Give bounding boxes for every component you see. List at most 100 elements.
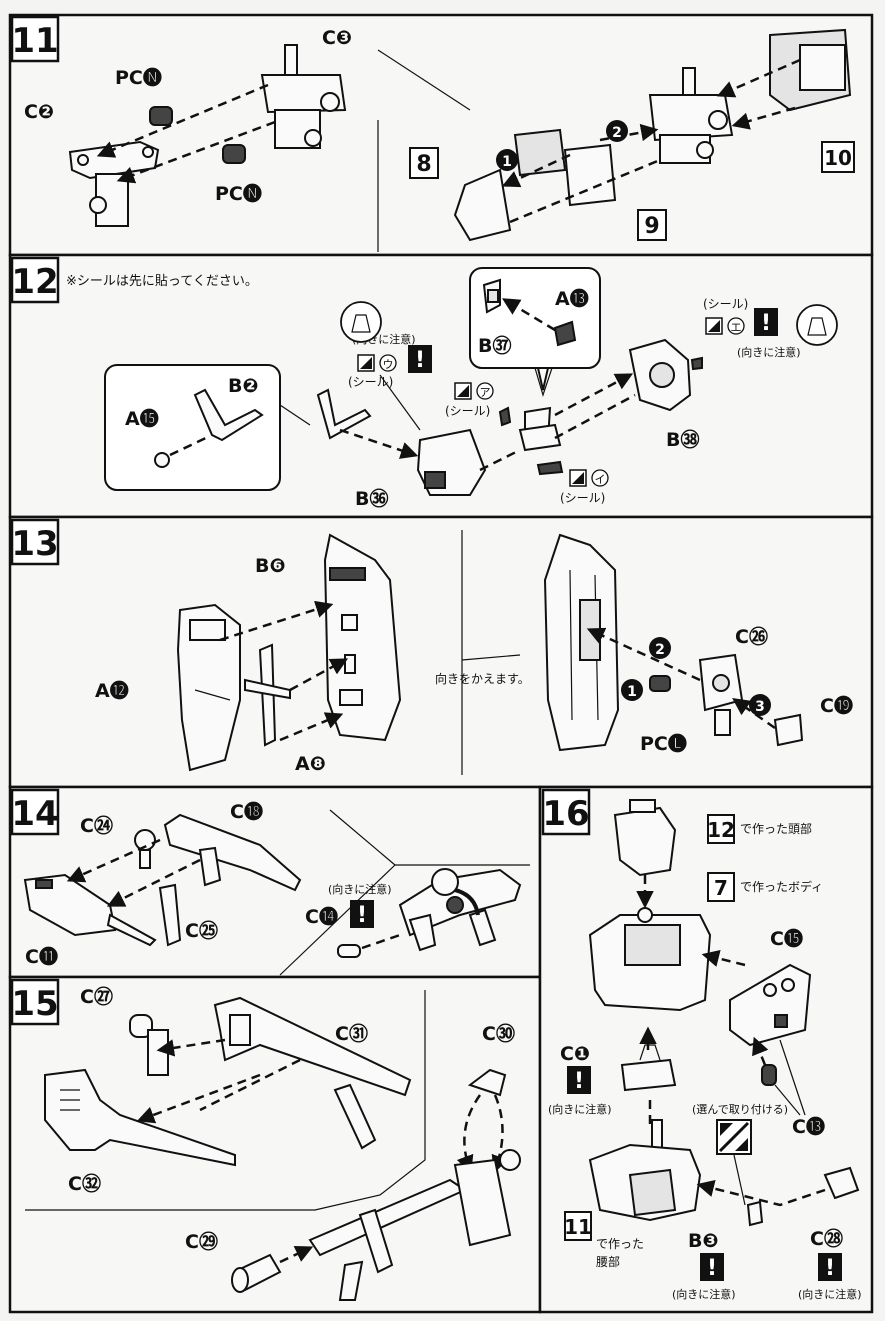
- part-b2-assembled: [316, 388, 372, 440]
- waist-ref-text: で作った: [596, 1237, 644, 1251]
- svg-text:ウ: ウ: [383, 358, 394, 371]
- part-label-pcn-bottom: PC🅝: [215, 182, 262, 205]
- sticker-label-e: (シール): [703, 297, 748, 311]
- orientation-icon: [796, 304, 838, 346]
- order-1: 1: [502, 154, 512, 170]
- assembly-arrow: [456, 1094, 482, 1174]
- part-c26: [698, 653, 744, 736]
- order-2: 2: [612, 125, 622, 141]
- assembly-arrow: [491, 1094, 509, 1174]
- assembly-arrow: [96, 83, 269, 158]
- assembly-arrow: [289, 658, 349, 692]
- order-2: 2: [655, 642, 665, 658]
- sticker-e-piece: [690, 356, 703, 371]
- part-waist: [588, 1119, 702, 1222]
- part-b36: [416, 428, 487, 496]
- part-bazooka-assembled: [308, 1149, 521, 1301]
- head-ref-num: 12: [707, 818, 735, 842]
- caution-icon: [408, 345, 432, 373]
- part-c15: [729, 963, 812, 1047]
- assembly-arrow: [696, 1179, 826, 1207]
- rotate-arrow: [454, 888, 480, 916]
- body-ref-text: で作ったボディ: [740, 879, 823, 894]
- callout-9: 9: [644, 214, 659, 239]
- part-c3: [260, 44, 347, 149]
- assembly-arrow: [731, 106, 796, 130]
- step-14: 14 C⓫ C㉔ C⓲ C㉕: [10, 788, 530, 976]
- inset-box: [104, 364, 281, 491]
- head-ref-text: で作った頭部: [740, 821, 812, 836]
- part-label-c1: C❶: [560, 1043, 590, 1065]
- assembly-arrow: [116, 120, 276, 184]
- part-mid-assembly: [518, 406, 562, 452]
- caution-text: (向きに注意): [328, 882, 392, 896]
- sticker-label-u: (シール): [348, 375, 393, 389]
- caution-icon: [350, 900, 374, 928]
- choose-text: (選んで取り付ける): [692, 1103, 788, 1116]
- part-label-c13: C⓭: [792, 1116, 825, 1138]
- assembly-arrow: [66, 838, 161, 883]
- part-head: [613, 799, 677, 877]
- caution-text: (向きに注意): [737, 345, 801, 359]
- part-c25: [158, 883, 182, 947]
- part-label-b38: B㊳: [666, 428, 699, 451]
- assembly-arrow: [599, 123, 659, 142]
- sticker-label-a: (シール): [445, 404, 490, 418]
- part-label-c32: C㉜: [68, 1172, 101, 1195]
- part-body: [588, 907, 712, 1012]
- sticker-i: イ: [569, 469, 609, 487]
- sticker-e: エ: [705, 317, 745, 335]
- sticker-a: ア: [454, 382, 494, 400]
- caution-icon-glyph: !: [761, 311, 771, 336]
- part-pcn-top: [149, 106, 173, 126]
- part-c18: [163, 813, 302, 892]
- part-c31: [213, 996, 412, 1150]
- waist-ref-num: 11: [564, 1215, 592, 1239]
- step-12: 12 ※シールは先に貼ってください。 B❷ A⓯ B㊱ ウ (シール) (向きに…: [10, 256, 838, 510]
- caution-icon-glyph: !: [574, 1069, 584, 1094]
- part-label-c29: C㉙: [185, 1230, 218, 1253]
- part-label-c24: C㉔: [80, 814, 113, 837]
- step-number: 15: [11, 984, 58, 1024]
- part-label-c31: C㉛: [335, 1022, 368, 1045]
- assembly-arrow: [501, 153, 571, 188]
- caution-icon: [818, 1253, 842, 1281]
- part-rifle-assembled: [398, 868, 522, 952]
- svg-text:イ: イ: [595, 473, 606, 486]
- part-label-c27: C㉗: [80, 985, 113, 1008]
- leader-line: [279, 404, 311, 426]
- part-c28: [823, 1166, 860, 1200]
- part-a8: [244, 643, 291, 747]
- part-pcl: [649, 675, 671, 692]
- part-label-c18: C⓲: [230, 801, 263, 823]
- part-a12: [176, 603, 241, 772]
- orientation-icon: [340, 301, 382, 343]
- callout-10: 10: [824, 146, 852, 170]
- caution-text: (向きに注意): [672, 1287, 736, 1301]
- part-c19: [773, 713, 804, 747]
- part-b3: [746, 1200, 764, 1227]
- assembly-arrow: [136, 1073, 261, 1124]
- part-label-a13: A⓭: [555, 288, 589, 310]
- divider-line: [377, 49, 471, 111]
- divider-line: [25, 990, 426, 1211]
- part-c32: [44, 1068, 236, 1167]
- assembly-arrow: [361, 933, 401, 950]
- svg-text:ア: ア: [480, 386, 491, 399]
- assembly-arrow: [586, 627, 701, 682]
- step-16: 16 12 で作った頭部 7 で作ったボディ C⓯ C⓭: [541, 788, 862, 1301]
- part-label-a8: A❽: [295, 753, 326, 775]
- part-c1: [620, 1044, 677, 1092]
- caution-text: (向きに注意): [798, 1287, 862, 1301]
- part-label-c15: C⓯: [770, 927, 803, 950]
- waist-ref-text2: 腰部: [596, 1254, 620, 1269]
- caution-icon-glyph: !: [415, 348, 425, 373]
- assembly-arrow: [339, 428, 419, 459]
- part-a13: [553, 320, 577, 347]
- part-label-pcn-top: PC🅝: [115, 66, 162, 89]
- assembly-arrow: [701, 949, 746, 967]
- svg-text:エ: エ: [731, 321, 742, 334]
- part-b37: [482, 278, 501, 314]
- part-label-a12: A⓬: [95, 680, 129, 702]
